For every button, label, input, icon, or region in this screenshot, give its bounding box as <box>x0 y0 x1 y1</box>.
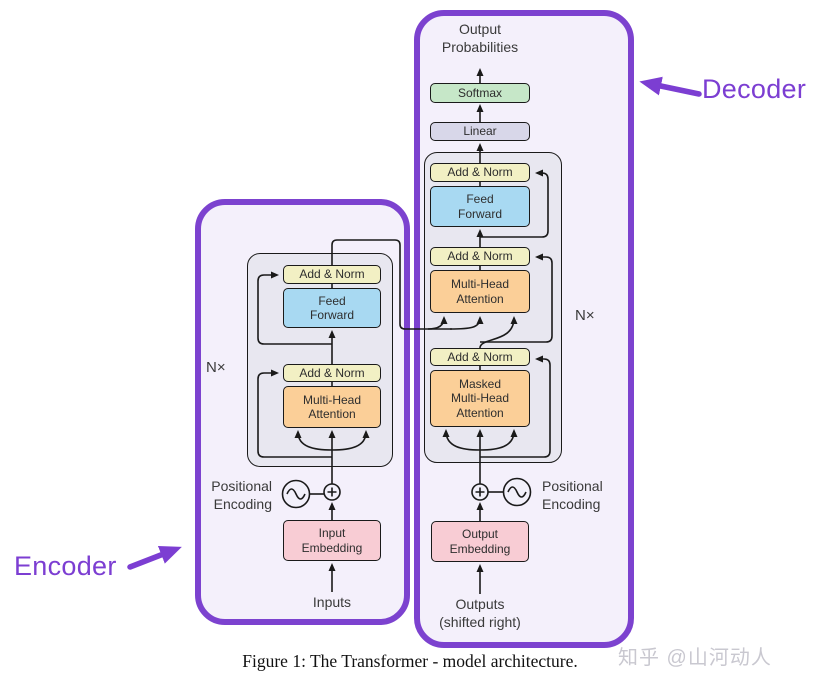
feed-forward-box-dec: Feed Forward <box>430 186 530 227</box>
encoder-annotation-label: Encoder <box>14 551 117 581</box>
nx-label-encoder: N× <box>206 359 226 376</box>
watermark: 知乎 @山河动人 <box>618 647 772 669</box>
output-embedding-box: Output Embedding <box>431 521 529 562</box>
add-norm-box-dec-top: Add & Norm <box>430 163 530 182</box>
nx-label-decoder: N× <box>575 307 595 324</box>
positional-encoding-label-enc: Positional Encoding <box>211 478 272 512</box>
inputs-label: Inputs <box>312 594 352 610</box>
add-norm-box-enc-top: Add & Norm <box>283 265 381 284</box>
add-norm-box-enc-bot: Add & Norm <box>283 364 381 382</box>
softmax-box: Softmax <box>430 83 530 103</box>
output-probabilities-label: Output Probabilities <box>441 21 519 55</box>
encoder-stack-container <box>247 253 393 467</box>
multi-head-attention-box-enc: Multi-Head Attention <box>283 386 381 428</box>
feed-forward-box-enc: Feed Forward <box>283 288 381 328</box>
positional-encoding-label-dec: Positional Encoding <box>542 478 603 512</box>
figure-caption: Figure 1: The Transformer - model archit… <box>242 651 578 671</box>
decoder-arrow-icon <box>639 76 702 97</box>
linear-box: Linear <box>430 122 530 141</box>
add-norm-box-dec-mid: Add & Norm <box>430 247 530 266</box>
decoder-annotation-label: Decoder <box>702 74 807 104</box>
outputs-label: Outputs (shifted right) <box>439 596 521 630</box>
encoder-arrow-icon <box>127 545 182 570</box>
multi-head-attention-box-dec: Multi-Head Attention <box>430 270 530 313</box>
input-embedding-box: Input Embedding <box>283 520 381 561</box>
add-norm-box-dec-bot: Add & Norm <box>430 348 530 366</box>
masked-multi-head-attention-box: Masked Multi-Head Attention <box>430 370 530 427</box>
